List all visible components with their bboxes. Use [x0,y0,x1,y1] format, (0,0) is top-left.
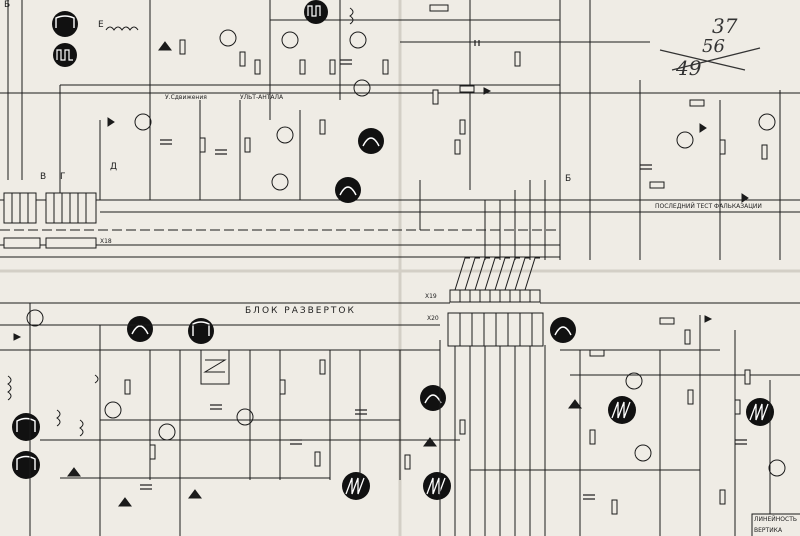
bus-fanout [454,257,540,291]
net-label-g: Г [60,172,66,182]
handwritten-marks [659,47,761,71]
handwritten-note-3: 49 [676,56,702,80]
section-title-lower: БЛОК РАЗВЕРТОК [245,306,356,316]
upper-wiring [0,0,800,260]
net-label-b2: Б [565,174,572,184]
label-box [751,513,800,536]
box-label-2: ВЕРТИКА [754,527,783,534]
upper-capacitors [160,40,652,170]
upper-connectors [3,192,541,303]
box-label-1: ЛИНЕЙНОСТЬ [754,516,797,523]
note-right: ПОСЛЕДНИЙ ТЕСТ ФАЛЬКАЗАЦИИ [655,203,762,210]
lower-wiring [0,302,800,536]
lower-capacitors [140,404,747,500]
inductors [7,7,354,437]
handwritten-note-1: 37 [712,14,738,38]
lower-diodes [13,315,713,507]
upper-resistors [179,4,768,189]
oscillogram-icons [12,0,774,500]
net-label-e: Е [98,20,104,30]
connector-label-2: X19 [425,293,437,300]
upper-transistors [134,29,776,191]
net-label-b: Б [4,0,11,10]
lower-resistors [124,317,751,515]
net-label-v: В [40,172,47,182]
connector-label-1: X18 [100,238,112,245]
section-title-upper-left: У.Сдвижения [165,94,207,101]
net-label-d: Д [110,162,118,172]
lower-connector [200,312,544,385]
section-title-upper-mid: УЛЬТ-АНТАЛА [240,94,284,101]
handwritten-note-2: 56 [702,36,725,57]
upper-diodes [107,41,749,203]
lower-transistors [26,309,786,477]
connector-label-3: X20 [427,315,439,322]
